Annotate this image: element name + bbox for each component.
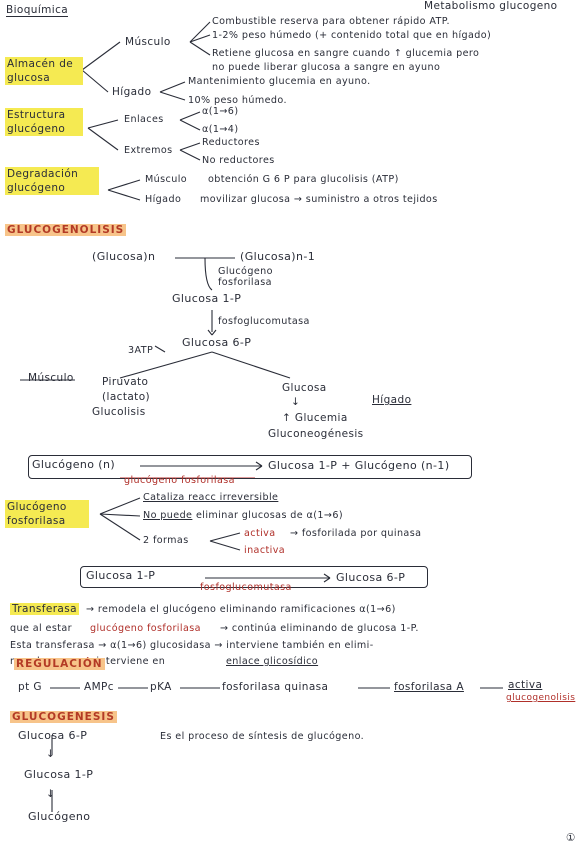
degradacion-h: movilizar glucosa → suministro a otros t… bbox=[200, 194, 438, 205]
fosforilasa-activa-desc: → fosforilada por quinasa bbox=[290, 528, 422, 539]
fosforilasa-formas: 2 formas bbox=[143, 535, 189, 546]
almacen-m4: no puede liberar glucosa a sangre en ayu… bbox=[212, 62, 441, 73]
degradacion-label: Degradación glucógeno bbox=[5, 167, 99, 195]
estructura-enlaces: Enlaces bbox=[124, 114, 164, 125]
box1-left: Glucógeno (n) bbox=[32, 458, 116, 471]
estructura-e1: α(1→6) bbox=[202, 106, 239, 117]
glucogenesis-b: Glucosa 1-P bbox=[24, 768, 94, 781]
transferasa-t3: Esta transferasa → α(1→6) glucosidasa → … bbox=[10, 640, 374, 651]
glucogenesis-c: Glucógeno bbox=[28, 810, 91, 823]
almacen-m1: Combustible reserva para obtener rápido … bbox=[212, 16, 450, 27]
glucogenolisis-g6p: Glucosa 6-P bbox=[182, 336, 252, 349]
fosforilasa-l1: Cataliza reacc irreversible bbox=[143, 492, 279, 503]
glucogenolisis-musculo: Músculo bbox=[28, 372, 74, 384]
almacen-label: Almacén de glucosa bbox=[5, 57, 83, 85]
box1-right: Glucosa 1-P + Glucógeno (n-1) bbox=[268, 459, 450, 472]
header-right: Metabolismo glucogeno bbox=[424, 0, 558, 12]
degradacion-higado: Hígado bbox=[145, 194, 182, 205]
estructura-e2: α(1→4) bbox=[202, 124, 239, 135]
box1-enzyme: glucógeno fosforilasa bbox=[124, 475, 235, 486]
glucogenolisis-n: (Glucosa)n bbox=[92, 250, 156, 263]
fosforilasa-l2a: No puede bbox=[143, 510, 193, 521]
fosforilasa-inactiva: inactiva bbox=[244, 545, 286, 556]
almacen-m2: 1-2% peso húmedo (+ contenido total que … bbox=[212, 30, 492, 41]
glucogenesis-arrow-2: ↓ bbox=[46, 788, 56, 800]
glucogenesis-arrow-1: ↓ bbox=[46, 748, 56, 760]
regulacion-d: fosforilasa quinasa bbox=[222, 681, 329, 693]
glucogenolisis-n1: (Glucosa)n-1 bbox=[240, 250, 316, 263]
regulacion-e: fosforilasa A bbox=[394, 681, 464, 693]
glucogenolisis-atp: 3ATP bbox=[128, 345, 154, 356]
transferasa-t2c: → continúa eliminando de glucosa 1-P. bbox=[220, 623, 419, 634]
glucogenolisis-arrow: ↓ bbox=[291, 396, 301, 408]
glucogenolisis-higado: Hígado bbox=[372, 394, 412, 406]
glucogenolisis-lactato: (lactato) bbox=[102, 391, 151, 403]
degradacion-m: obtención G 6 P para glucolisis (ATP) bbox=[208, 174, 399, 185]
transferasa-t2b: glucógeno fosforilasa bbox=[90, 623, 201, 634]
glucogenesis-desc: Es el proceso de síntesis de glucógeno. bbox=[160, 731, 365, 742]
glucogenolisis-glucemia: ↑ Glucemia bbox=[282, 412, 348, 424]
glucogenolisis-title: GLUCOGENOLISIS bbox=[5, 224, 127, 236]
regulacion-b: AMPc bbox=[84, 681, 114, 693]
almacen-h1: Mantenimiento glucemia en ayuno. bbox=[188, 76, 371, 87]
regulacion-c: pKA bbox=[150, 681, 172, 693]
estructura-x2: No reductores bbox=[202, 155, 275, 166]
box2-left: Glucosa 1-P bbox=[86, 569, 156, 582]
fosforilasa-label: Glucógeno fosforilasa bbox=[5, 500, 89, 528]
estructura-x1: Reductores bbox=[202, 137, 260, 148]
glucogenesis-a: Glucosa 6-P bbox=[18, 729, 88, 742]
glucogenolisis-enzyme1: Glucógeno fosforilasa bbox=[218, 266, 273, 288]
almacen-higado: Hígado bbox=[112, 86, 152, 98]
glucogenolisis-glucosa: Glucosa bbox=[282, 382, 327, 394]
glucogenolisis-glucolisis: Glucolisis bbox=[92, 406, 146, 418]
regulacion-a: pt G bbox=[18, 681, 42, 693]
almacen-h2: 10% peso húmedo. bbox=[188, 95, 287, 106]
header-left: Bioquímica bbox=[6, 4, 69, 17]
transferasa-t2a: que al estar bbox=[10, 623, 73, 634]
glucogenesis-title: GLUCOGENESIS bbox=[10, 711, 117, 723]
reaction-box-1 bbox=[28, 455, 472, 479]
box2-right: Glucosa 6-P bbox=[336, 571, 406, 584]
estructura-label: Estructura glucógeno bbox=[5, 108, 83, 136]
glucogenolisis-g1p: Glucosa 1-P bbox=[172, 292, 242, 305]
degradacion-musculo: Músculo bbox=[145, 174, 188, 185]
fosforilasa-l2b: eliminar glucosas de α(1→6) bbox=[196, 510, 344, 521]
regulacion-g: glucogenolisis bbox=[506, 693, 576, 703]
box2-enzyme: fosfoglucomutasa bbox=[200, 582, 292, 593]
estructura-extremos: Extremos bbox=[124, 145, 173, 156]
page-number: ① bbox=[566, 832, 576, 844]
regulacion-f: activa bbox=[508, 679, 543, 691]
transferasa-label: Transferasa bbox=[10, 603, 79, 615]
almacen-m3: Retiene glucosa en sangre cuando ↑ gluce… bbox=[212, 48, 480, 59]
glucogenolisis-piruvato: Piruvato bbox=[102, 376, 149, 388]
reaction-box-2 bbox=[80, 566, 428, 588]
transferasa-t4b: enlace glicosídico bbox=[226, 656, 319, 667]
glucogenolisis-gluconeo: Gluconeogénesis bbox=[268, 428, 364, 440]
fosforilasa-activa: activa bbox=[244, 528, 276, 539]
regulacion-title: REGULACIÓN bbox=[14, 658, 105, 670]
transferasa-t1: → remodela el glucógeno eliminando ramif… bbox=[86, 604, 396, 615]
almacen-musculo: Músculo bbox=[125, 36, 171, 48]
glucogenolisis-enzyme2: fosfoglucomutasa bbox=[218, 316, 310, 327]
